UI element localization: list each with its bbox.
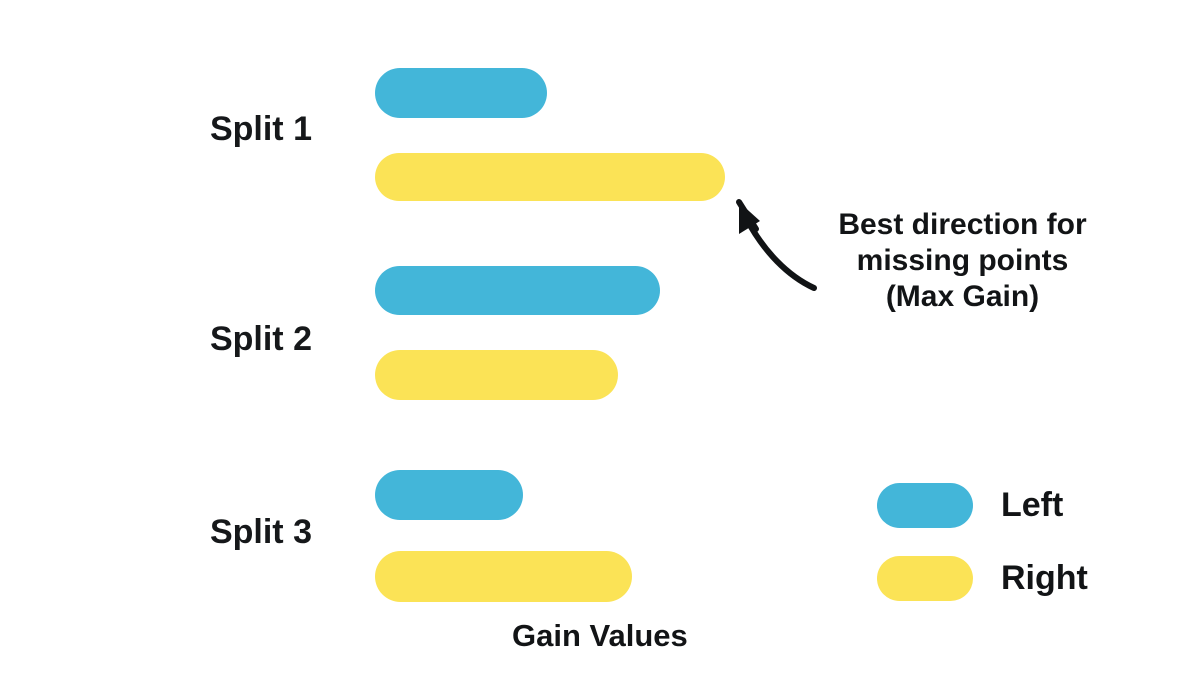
legend-item-left: Left [877,483,1063,528]
bar-split3-right [375,551,632,602]
split-label-1: Split 1 [209,110,312,148]
legend-swatch-left [877,483,973,528]
bar-split2-right [375,350,618,400]
bar-split3-left [375,470,523,520]
annotation-best-direction-text: Best direction for missing points (Max G… [838,208,1087,313]
legend-label-left: Left [1001,486,1064,524]
curved-arrow-up-left-icon [736,199,817,291]
legend-label-right: Right [1001,559,1088,597]
split-label-2: Split 2 [209,320,312,358]
legend-item-right: Right [877,556,1088,601]
bar-split2-left [375,266,660,315]
legend-swatch-right [877,556,973,601]
axis-caption-gain-values: Gain Values [512,618,688,653]
bar-split1-left [375,68,547,118]
split-label-3: Split 3 [209,513,312,551]
bar-split1-right [375,153,725,201]
